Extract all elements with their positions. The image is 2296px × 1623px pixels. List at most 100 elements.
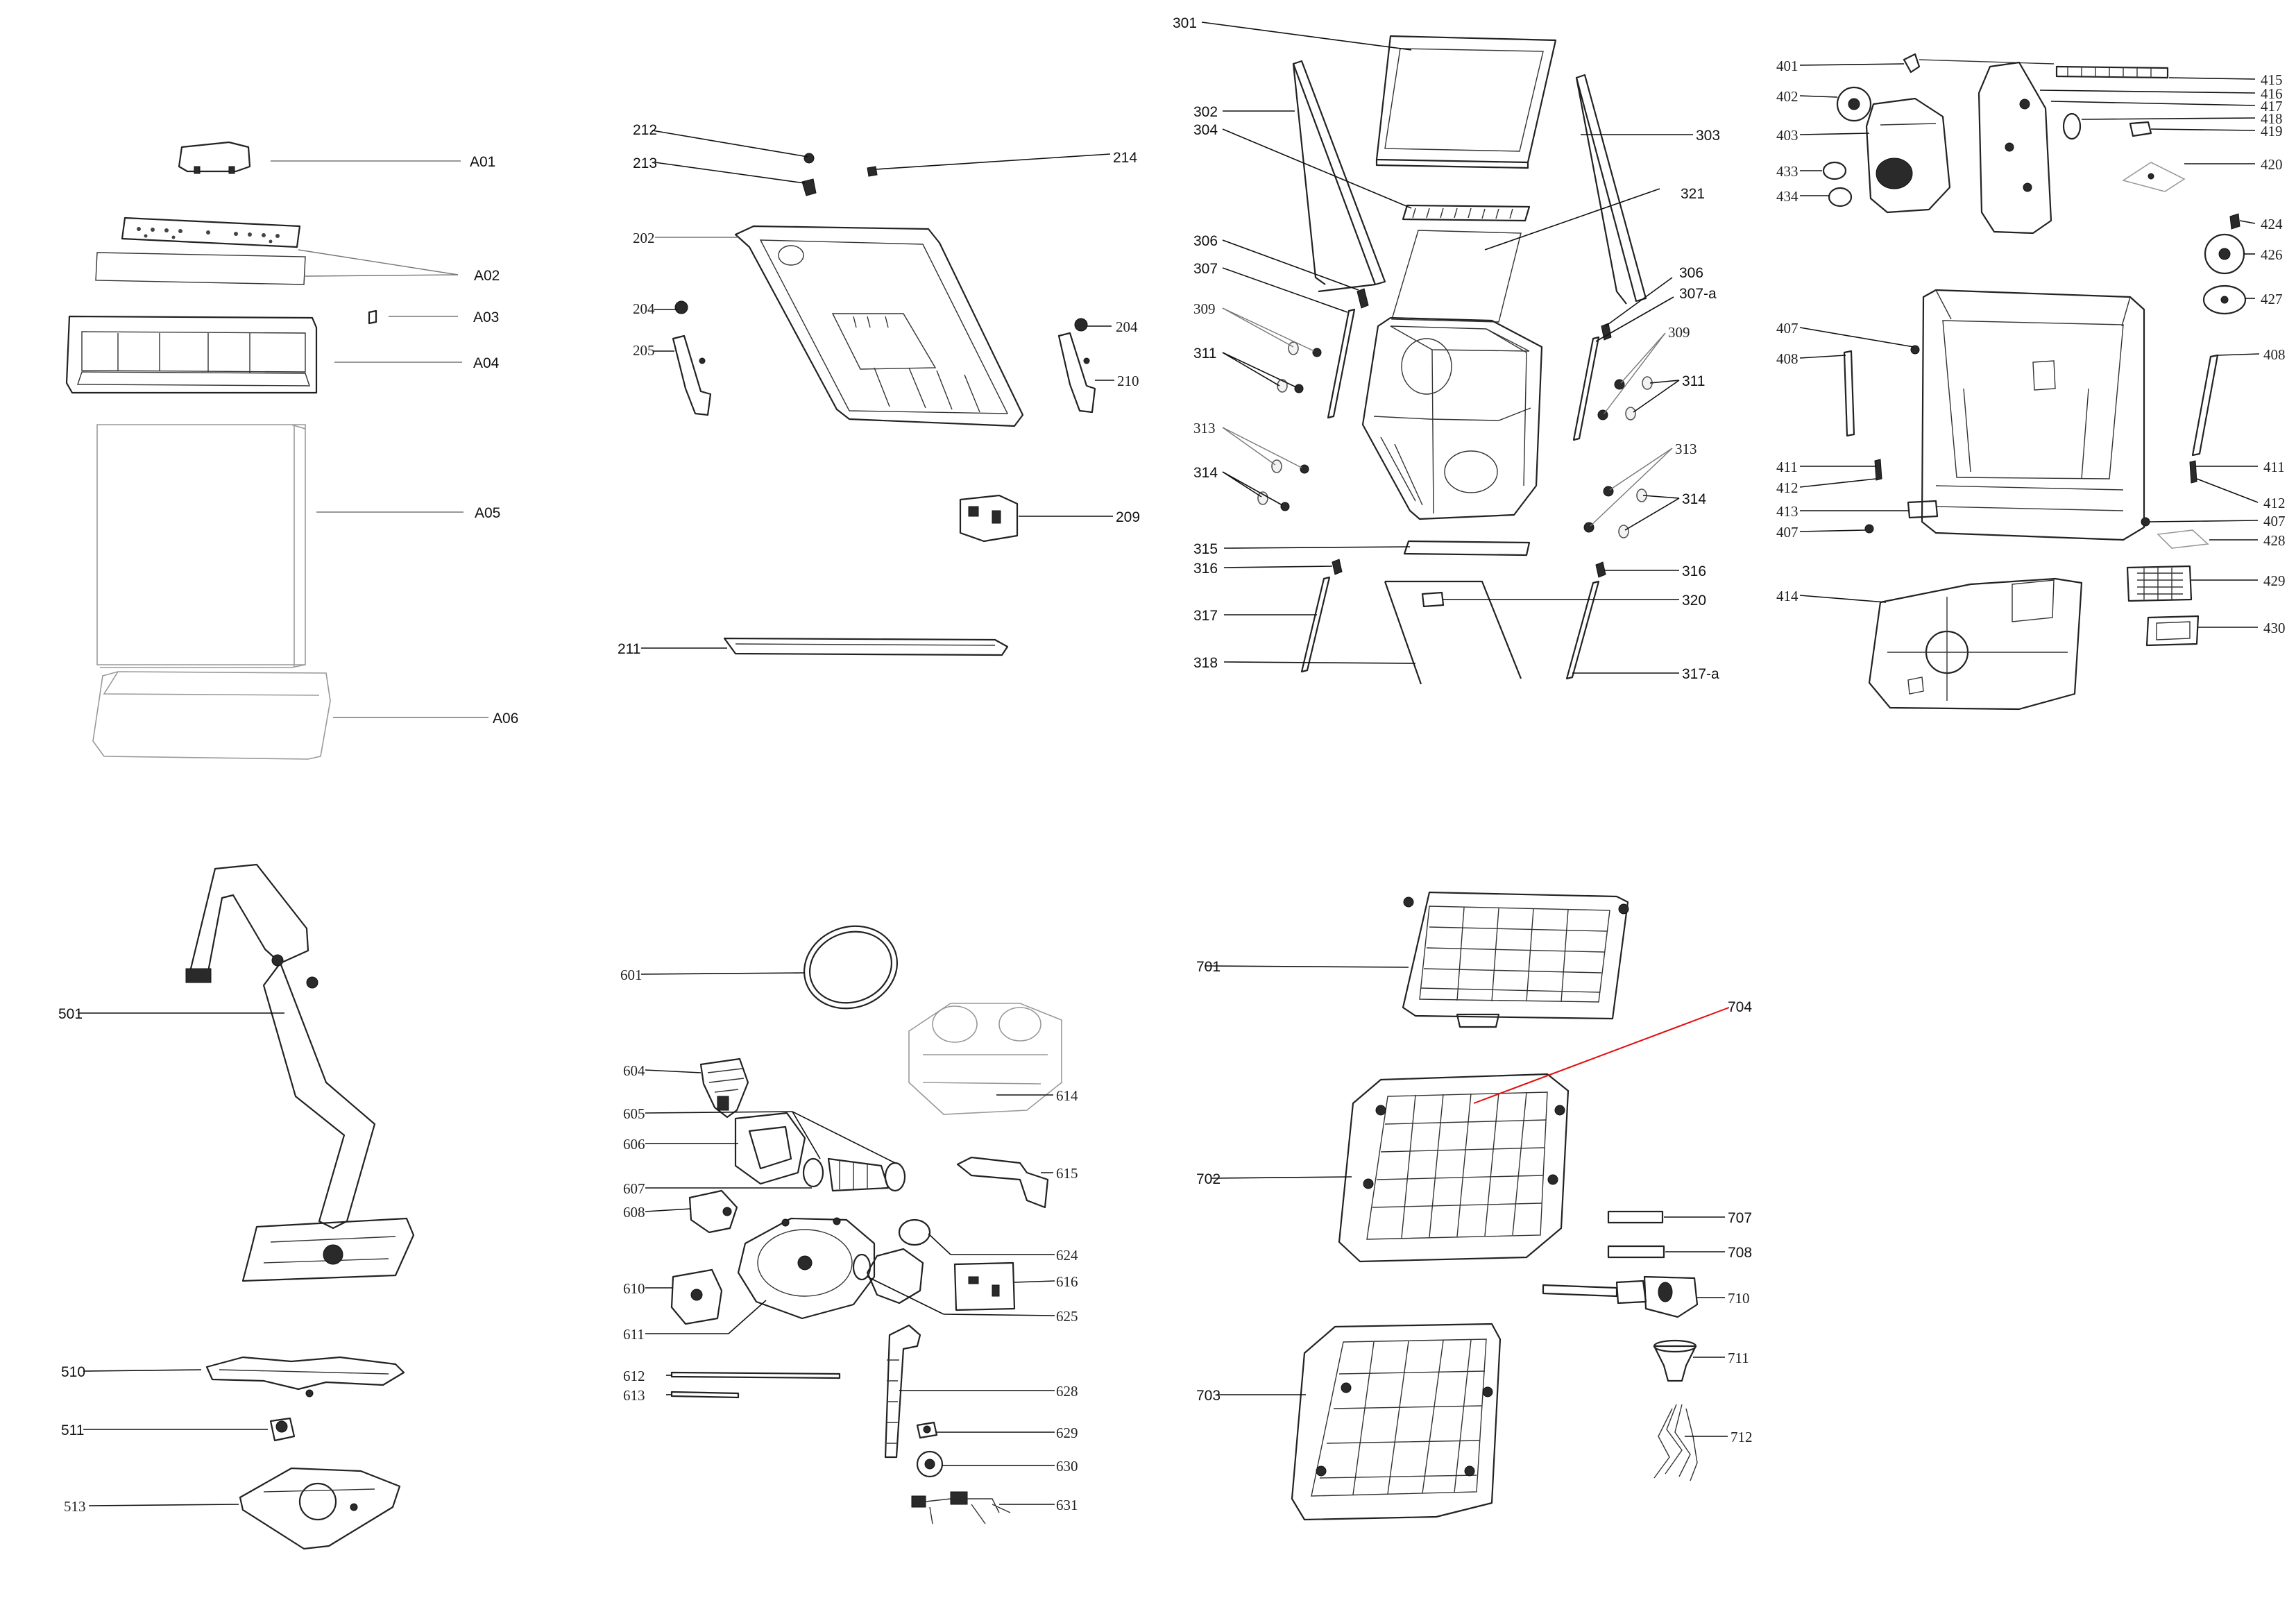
label-302: 302 [1193,104,1218,120]
label-408-left: 408 [1776,350,1798,367]
part-413-plate [1907,500,1939,519]
part-a02-display-board [95,216,306,285]
part-605-607-hoses [802,1157,906,1192]
part-416-softener-housing [1978,61,2052,235]
part-631-wire-harness [911,1491,1011,1524]
label-314-right: 314 [1682,491,1706,507]
part-424-clip [2229,213,2240,230]
label-630: 630 [1056,1458,1078,1475]
part-415-drain-hose [2055,65,2169,79]
label-710: 710 [1728,1290,1750,1307]
part-610-circulation-pump [670,1268,723,1325]
label-615: 615 [1056,1165,1078,1182]
part-309-311-washers-right [1597,376,1653,420]
part-614-heater-pump [908,1003,1062,1115]
part-712-wire-bundle [1653,1404,1698,1481]
part-212-screw [803,153,815,164]
part-317-318-317a-lower-frame [1300,576,1600,685]
part-209-door-lock [959,494,1019,543]
label-433: 433 [1776,163,1798,180]
label-417: 417 [2261,98,2283,114]
label-a06: A06 [493,711,518,726]
part-629-connector [916,1421,938,1439]
label-611: 611 [623,1326,645,1343]
label-309-right: 309 [1668,324,1690,341]
part-210-hinge-right [1057,332,1096,414]
label-407-bottom-left: 407 [1776,524,1798,541]
label-a04: A04 [473,355,500,371]
label-306-left: 306 [1193,233,1218,249]
group-tub-frame: 301 302 304 303 321 306 307 306 307-a 30… [1173,15,1720,685]
label-607: 607 [623,1180,645,1197]
part-401-inlet-hose [1903,53,2055,74]
label-625: 625 [1056,1308,1078,1325]
part-403-detergent-unit [1865,97,1951,214]
label-604: 604 [623,1062,645,1079]
label-316-left: 316 [1193,561,1218,577]
part-313-314-washers-right [1583,486,1647,538]
part-204-bushing-left [674,300,688,314]
label-202: 202 [633,230,655,246]
part-708-rail-cap [1607,1245,1665,1259]
label-419: 419 [2261,123,2283,139]
part-428-sensor-board [2157,529,2209,549]
part-211-seal-strip [723,637,1009,656]
label-317: 317 [1193,608,1218,624]
part-408-strip-left [1843,350,1855,437]
label-212: 212 [633,122,657,138]
label-631: 631 [1056,1497,1078,1513]
label-613: 613 [623,1387,645,1404]
part-616-control-board [953,1261,1016,1311]
part-303-side-strip-right [1575,74,1647,305]
group-inner-door: 212 213 214 202 204 204 205 210 209 211 [618,122,1140,657]
label-a02: A02 [474,268,500,284]
part-417-418-seals [2062,112,2082,140]
label-407-top: 407 [1776,320,1798,337]
label-411-left: 411 [1776,459,1798,475]
label-317a: 317-a [1682,666,1719,682]
label-513: 513 [64,1498,86,1515]
part-707-rail-cap [1607,1210,1664,1224]
part-426-gear [2204,233,2245,275]
part-307a-rail-right [1572,336,1600,441]
label-a05: A05 [475,505,500,521]
part-408-strip-right [2191,354,2219,457]
part-429-filter [2126,565,2193,602]
label-320: 320 [1682,593,1706,609]
part-411-412-fasteners [1874,459,2197,484]
part-313-314-washers-left [1257,459,1309,511]
part-309-311-washers-left [1277,341,1322,393]
label-429: 429 [2263,572,2286,589]
part-510-lower-spray-arm [205,1356,405,1397]
part-a03-clip [368,309,377,325]
label-210: 210 [1117,373,1139,389]
part-433-ring [1822,161,1847,180]
label-418: 418 [2261,110,2283,127]
label-703: 703 [1196,1388,1221,1404]
part-a06-kick-plate [92,671,331,760]
part-501-upper-spray-arm [241,1217,415,1282]
part-301-top-cover [1375,35,1557,169]
part-604-drain-pump [699,1057,749,1119]
part-419-float [2129,121,2152,137]
label-701: 701 [1196,959,1221,975]
tub-body [1361,316,1543,520]
label-315: 315 [1193,541,1218,557]
label-213: 213 [633,155,657,171]
label-407-bottom-right: 407 [2263,513,2286,529]
label-209: 209 [1116,509,1140,525]
part-701-cutlery-tray [1402,891,1629,1028]
part-615-bracket [956,1156,1049,1209]
label-204-right: 204 [1116,318,1138,335]
part-601-sump-gasket [803,925,899,1010]
label-707: 707 [1728,1210,1752,1226]
label-313-left: 313 [1193,420,1216,436]
label-704: 704 [1728,999,1752,1015]
part-611-sump [737,1217,876,1320]
part-a04-control-panel [65,315,318,394]
label-214: 214 [1113,150,1137,166]
label-301: 301 [1173,15,1197,31]
label-311-right: 311 [1682,373,1705,389]
part-204-bushing-right [1074,318,1088,332]
